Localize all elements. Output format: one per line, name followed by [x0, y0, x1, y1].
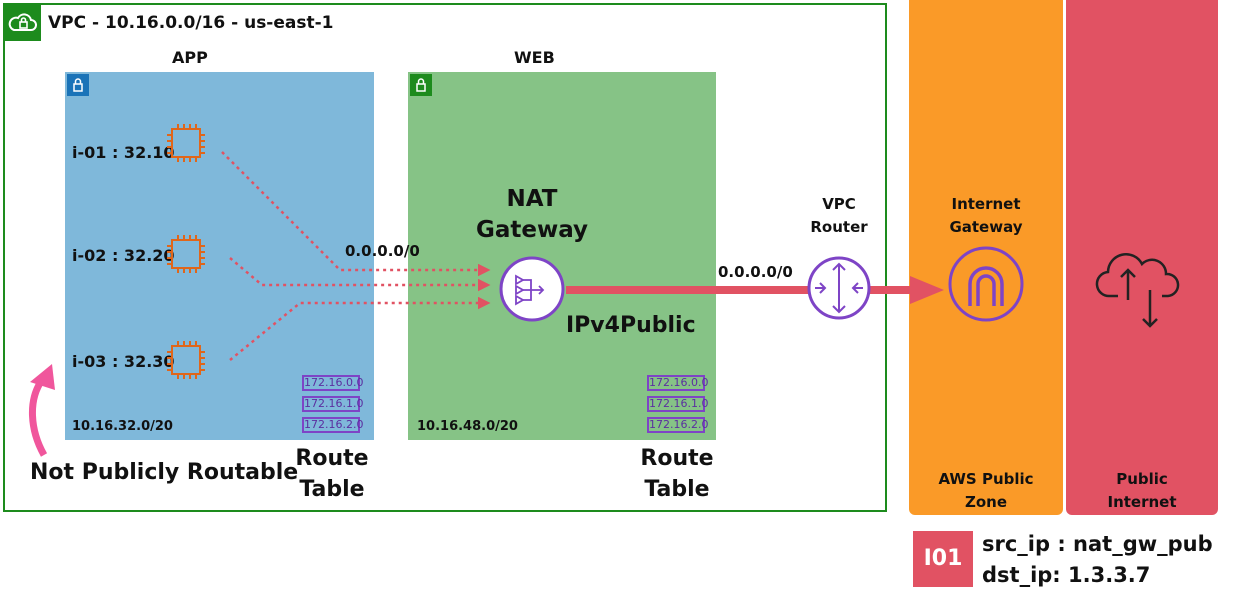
app-default-route-label: 0.0.0.0/0 — [345, 242, 420, 260]
nat-gateway-title-line1: NAT — [506, 186, 558, 212]
nat-gateway-ip-label: IPv4Public — [566, 313, 696, 338]
cloud-upload-download-icon — [1095, 253, 1180, 328]
cloud-lock-icon — [8, 13, 37, 31]
public-internet-zone-label-line1: Public — [1116, 470, 1168, 488]
web-subnet — [408, 72, 716, 440]
web-route-entry: 172.16.0.0 — [647, 375, 709, 391]
packet-dst-ip: dst_ip: 1.3.3.7 — [982, 563, 1151, 587]
web-route-table-caption-line1: Route — [640, 446, 714, 471]
web-route-table-caption-line2: Table — [644, 477, 710, 502]
public-internet-zone — [1066, 0, 1218, 515]
ec2-chip-icon — [167, 341, 205, 379]
nat-gateway-title: NAT Gateway — [468, 184, 596, 246]
app-route-table-caption-line1: Route — [295, 446, 369, 471]
flow-i03-to-nat — [229, 296, 491, 361]
nat-gateway-title-line2: Gateway — [475, 217, 589, 243]
public-internet-zone-label: Public Internet — [1065, 468, 1219, 514]
app-route-entry: 172.16.1.0 — [302, 396, 364, 412]
internet-gateway-title: Internet Gateway — [909, 193, 1063, 239]
flow-nat-to-igw-arrowhead — [910, 276, 944, 304]
ec2-chip-icon — [167, 235, 205, 273]
nat-default-route-label: 0.0.0.0/0 — [718, 263, 793, 281]
not-publicly-routable-label: Not Publicly Routable — [30, 460, 299, 485]
app-subnet-lock-icon — [67, 74, 89, 96]
vpc-router-title-line2: Router — [810, 218, 868, 236]
router-arrows-icon — [807, 256, 871, 320]
web-route-entry: 172.16.2.0 — [647, 417, 709, 433]
aws-public-zone-label: AWS Public Zone — [909, 468, 1063, 514]
web-route-entry: 172.16.1.0 — [647, 396, 709, 412]
app-subnet-cidr: 10.16.32.0/20 — [72, 419, 173, 434]
web-subnet-cidr: 10.16.48.0/20 — [417, 419, 518, 434]
aws-public-zone-label-line1: AWS Public — [938, 470, 1034, 488]
app-route-entry: 172.16.0.0 — [302, 375, 364, 391]
pink-pointer-arrow-icon — [29, 364, 55, 457]
internet-gateway-title-line1: Internet — [951, 195, 1021, 213]
app-subnet-label: APP — [172, 48, 208, 67]
vpc-router-title: VPC Router — [798, 193, 880, 239]
packet-id-badge: I01 — [913, 531, 973, 587]
flow-i01-to-nat — [221, 151, 491, 277]
aws-public-zone — [909, 0, 1063, 515]
web-route-table-caption: Route Table — [632, 443, 722, 505]
web-subnet-label: WEB — [514, 48, 555, 67]
app-subnet — [65, 72, 374, 440]
ec2-chip-icon — [167, 124, 205, 162]
public-internet-zone-label-line2: Internet — [1107, 493, 1177, 511]
vpc-title: VPC - 10.16.0.0/16 - us-east-1 — [48, 13, 334, 33]
internet-gateway-title-line2: Gateway — [949, 218, 1023, 236]
flow-i02-to-nat — [229, 257, 491, 292]
aws-public-zone-label-line2: Zone — [964, 493, 1008, 511]
vpc-badge — [5, 5, 41, 41]
packet-src-ip: src_ip : nat_gw_pub — [982, 532, 1213, 556]
web-subnet-lock-icon — [410, 74, 432, 96]
app-route-table-caption-line2: Table — [299, 477, 365, 502]
app-route-table-caption: Route Table — [287, 443, 377, 505]
vpc-boundary — [3, 3, 887, 512]
nat-gateway-icon — [499, 256, 565, 322]
instance-label-i01: i-01 : 32.10 — [72, 143, 175, 162]
internet-gateway-icon — [948, 246, 1024, 322]
instance-label-i03: i-03 : 32.30 — [72, 352, 175, 371]
vpc-router-title-line1: VPC — [822, 195, 856, 213]
instance-label-i02: i-02 : 32.20 — [72, 246, 175, 265]
app-route-entry: 172.16.2.0 — [302, 417, 364, 433]
